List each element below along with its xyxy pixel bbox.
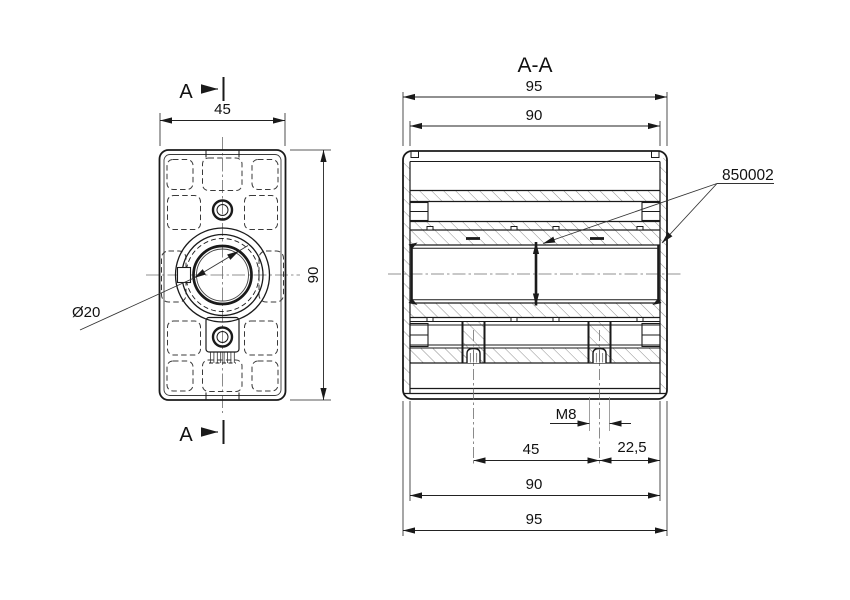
front-central-bore — [174, 227, 271, 323]
section-screw-centerlines — [473, 330, 600, 466]
front-bottom-screw-boss — [205, 316, 240, 364]
section-title: A-A — [517, 54, 552, 77]
front-dim-height-text: 90 — [305, 267, 322, 284]
section-view: A-A — [388, 54, 774, 536]
section-letter-bottom: A — [179, 424, 193, 446]
dim-edge-offset-text: 22,5 — [617, 439, 646, 456]
dim-outer-top-text: 95 — [526, 78, 543, 95]
section-dims-bottom — [402, 397, 668, 536]
dim-outer-bottom-text: 95 — [526, 511, 543, 528]
thread-label-text: M8 — [556, 406, 577, 423]
section-letter-top: A — [179, 81, 193, 103]
front-centerlines — [146, 137, 300, 413]
thread-comb — [210, 352, 235, 363]
front-view: 45 90 Ø20 A A — [72, 77, 331, 446]
front-dim-height — [290, 149, 331, 401]
dim-screw-spacing-text: 45 — [523, 441, 540, 458]
part-number-text: 850002 — [722, 167, 774, 184]
dim-inner-bottom-text: 90 — [526, 476, 543, 493]
section-dims-top — [402, 92, 668, 146]
section-notches — [426, 226, 644, 322]
front-top-screw-hole — [211, 199, 234, 221]
section-marker-top: A — [179, 77, 225, 103]
front-dim-width — [159, 113, 286, 146]
part-number-callout: 850002 — [542, 167, 774, 244]
section-marker-bottom: A — [179, 420, 225, 446]
front-bore-callout: Ø20 — [72, 245, 249, 331]
front-bore-label: Ø20 — [72, 304, 100, 321]
section-body-outline — [402, 150, 668, 400]
dim-inner-top-text: 90 — [526, 107, 543, 124]
section-bore-ends — [408, 242, 662, 305]
front-dim-width-text: 45 — [214, 101, 231, 118]
front-body-outline — [158, 149, 287, 401]
